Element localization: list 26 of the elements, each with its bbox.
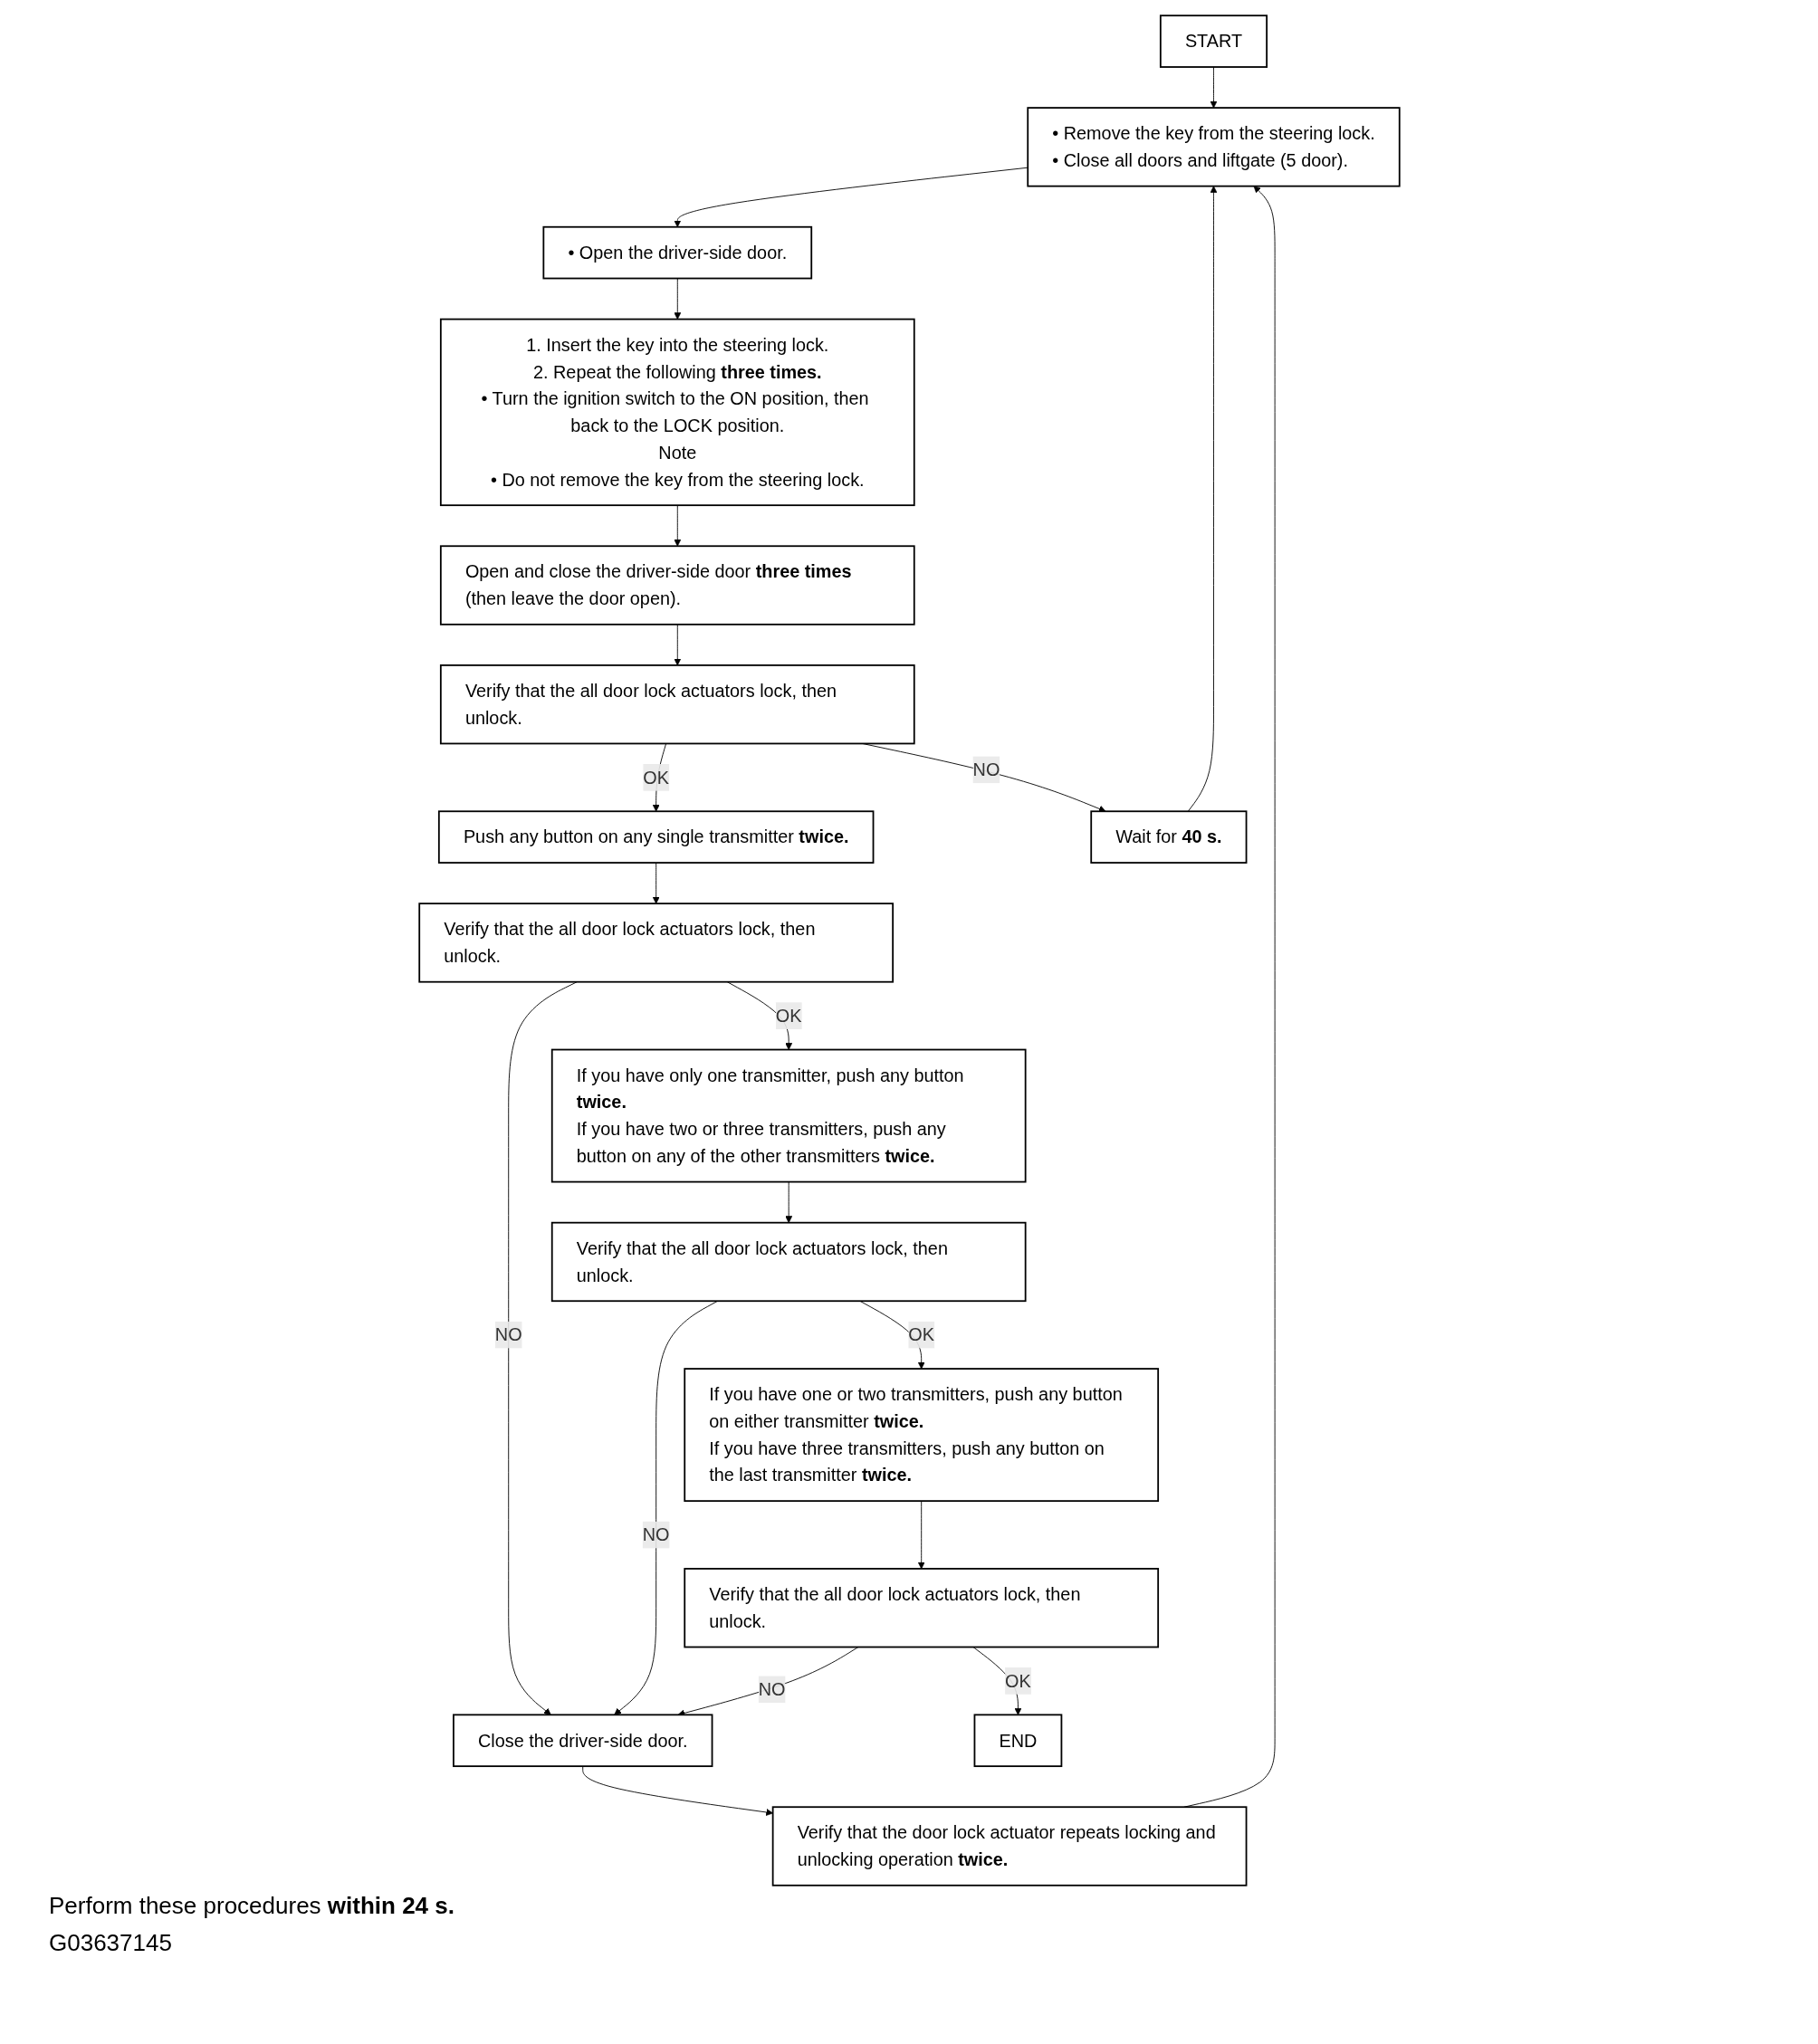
node-box: Verify that the all door lock actuators lock, then unlock.: [417, 903, 894, 983]
node-box: Open and close the driver-side door three times (then leave the door open).: [439, 545, 915, 626]
node-box: 1. Insert the key into the steering lock. 2. Repeat the following three times. • Turn the ignition switch to the ON position, then back to the LOCK position. Note • Do not remove the key from the steering lock.: [439, 318, 915, 507]
node-box: Verify that the all door lock actuators lock, then unlock.: [439, 664, 915, 745]
edge-label: NO: [972, 759, 1000, 780]
node-box: Wait for 40 s.: [1089, 810, 1247, 864]
note-text: Perform these procedures within 24 s.: [49, 1892, 455, 1920]
node-box: END: [973, 1714, 1062, 1768]
note-text: G03637145: [49, 1929, 173, 1957]
edge-label: OK: [775, 1005, 802, 1027]
node-box: Push any button on any single transmitter twice.: [437, 810, 874, 864]
node-box: Verify that the all door lock actuators lock, then unlock.: [683, 1568, 1159, 1648]
node-box: Close the driver-side door.: [452, 1714, 713, 1768]
edge-label: NO: [642, 1524, 670, 1545]
node-box: If you have only one transmitter, push any button twice. If you have two or three transmitters, push any button on any of the other transmitters twice.: [550, 1048, 1027, 1183]
edge-label: OK: [642, 767, 669, 788]
edge-label: NO: [758, 1679, 785, 1700]
node-box: Verify that the door lock actuator repeats locking and unlocking operation twice.: [771, 1806, 1247, 1886]
node-box: • Remove the key from the steering lock. • Close all doors and liftgate (5 door).: [1026, 107, 1401, 187]
node-box: • Open the driver-side door.: [541, 225, 812, 280]
node-box: If you have one or two transmitters, push any button on either transmitter twice. If you have three transmitters, push any button on the last transmitter twice.: [683, 1368, 1159, 1503]
node-box: Verify that the all door lock actuators lock, then unlock.: [550, 1221, 1027, 1303]
edge-label: OK: [1004, 1670, 1031, 1692]
edge-label: NO: [494, 1324, 522, 1345]
node-box: START: [1159, 14, 1268, 68]
edge-label: OK: [907, 1324, 934, 1345]
